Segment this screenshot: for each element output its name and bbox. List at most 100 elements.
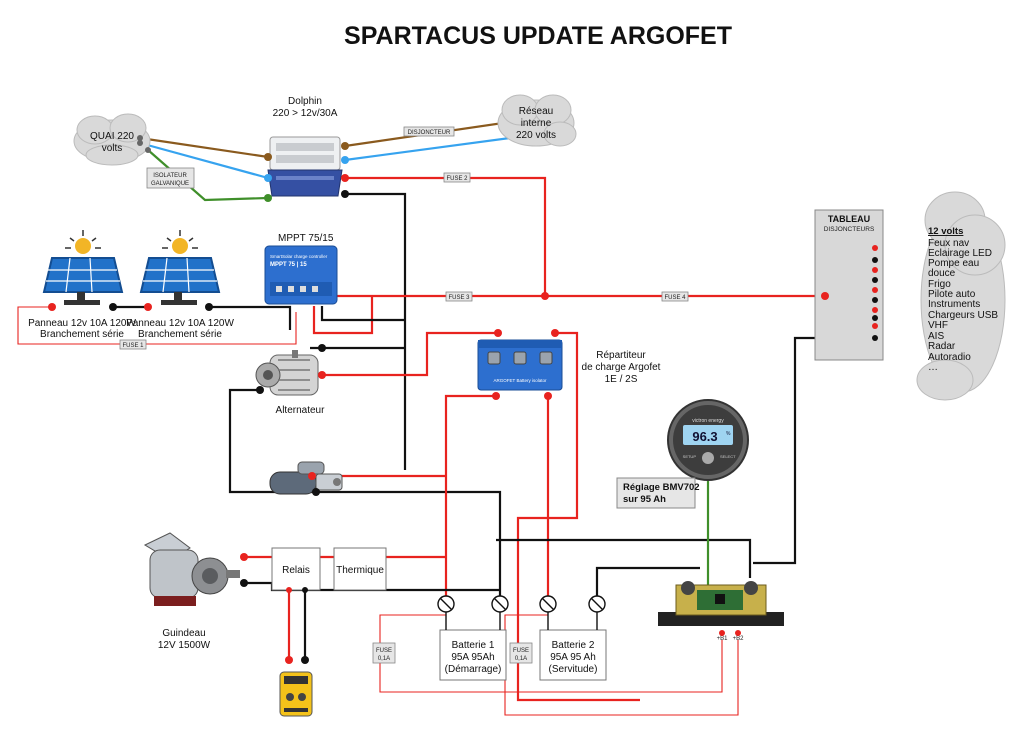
- load-item: Autoradio: [928, 352, 971, 363]
- load-item: Radar: [928, 341, 956, 352]
- connection-dot: [256, 386, 264, 394]
- windlass-label-1: Guindeau: [162, 628, 205, 639]
- windlass-remote-switch: [279, 671, 313, 717]
- splitter-face-label: ARGOFET Battery isolator: [494, 378, 547, 383]
- connection-dot: [541, 292, 549, 300]
- negative-bus-wire: [496, 538, 752, 578]
- connection-dot: [341, 142, 349, 150]
- connection-dot: [145, 147, 151, 153]
- starter-motor: [269, 461, 343, 495]
- svg-text:Thermique: Thermique: [336, 565, 384, 576]
- fuse3-tag: FUSE 3: [445, 291, 473, 302]
- bmv702-monitor: victron energy 96.3 % SETUP SELECT: [667, 399, 749, 481]
- fuse4-tag: FUSE 4: [661, 291, 689, 302]
- connection-dot: [137, 135, 143, 141]
- mppt-label: MPPT 75/15: [278, 233, 334, 244]
- battery-1: Batterie 1 95A 95Ah (Démarrage): [439, 629, 507, 681]
- splitter-in-wire: [516, 331, 640, 702]
- relay-box: Relais: [271, 547, 321, 591]
- tableau-disjoncteurs: TABLEAU DISJONCTEURS: [814, 209, 884, 361]
- diagram-title: SPARTACUS UPDATE ARGOFET: [344, 22, 732, 50]
- internal-grid-cloud: Réseau interne 220 volts: [497, 94, 577, 147]
- mppt-face-model: MPPT 75 | 15: [270, 262, 307, 268]
- loads-title: 12 volts: [928, 226, 963, 237]
- fuse1-tag: FUSE 1: [119, 339, 147, 350]
- breaker-tag: DISJONCTEUR: [403, 126, 455, 137]
- argofet-splitter: ARGOFET Battery isolator Répartiteur de …: [477, 339, 661, 391]
- svg-text:(Servitude): (Servitude): [549, 664, 598, 675]
- connection-dot: [551, 329, 559, 337]
- ac-blue-wire-right: [344, 136, 511, 162]
- connection-dot: [318, 371, 326, 379]
- connection-dot: [308, 472, 316, 480]
- svg-text:FUSE 1: FUSE 1: [122, 343, 144, 349]
- tableau-title: TABLEAU: [828, 214, 870, 224]
- load-item: Instruments: [928, 299, 980, 310]
- load-item: douce: [928, 268, 956, 279]
- grid-label-1: Réseau: [519, 106, 553, 117]
- connection-dot: [821, 292, 829, 300]
- connection-dot: [872, 315, 878, 321]
- grid-label-3: 220 volts: [516, 130, 556, 141]
- connection-dots: [48, 135, 878, 664]
- grid-label-2: interne: [521, 118, 552, 129]
- svg-text:FUSE: FUSE: [376, 648, 392, 654]
- connection-dot: [872, 307, 878, 313]
- load-item: Pilote auto: [928, 289, 976, 300]
- charger-positive-wire: [345, 176, 547, 296]
- load-item: Eclairage LED: [928, 248, 992, 259]
- svg-text:sur 95 Ah: sur 95 Ah: [623, 494, 666, 505]
- load-item: Pompe eau: [928, 258, 979, 269]
- connection-dot: [109, 303, 117, 311]
- connection-dot: [341, 190, 349, 198]
- svg-text:Batterie 2: Batterie 2: [552, 640, 595, 651]
- connection-dot: [264, 194, 272, 202]
- svg-text:0,1A: 0,1A: [378, 656, 390, 662]
- dolphin-charger: Dolphin 220 > 12v/30A: [267, 96, 343, 197]
- shunt-plus-b1: +B1: [717, 636, 729, 642]
- panel-negative-wire: [209, 305, 292, 330]
- charger-rating-label: 220 > 12v/30A: [273, 108, 338, 119]
- svg-text:FUSE: FUSE: [513, 648, 529, 654]
- alternator-ground-wire: [228, 388, 502, 603]
- connection-dot: [205, 303, 213, 311]
- svg-text:ISOLATEUR: ISOLATEUR: [153, 173, 187, 179]
- charger-negative-wire: [345, 192, 407, 470]
- splitter-out1-wire: [444, 394, 496, 603]
- earth-green-wire: [147, 149, 269, 202]
- solar-panel-2: [139, 230, 221, 305]
- connection-dot: [719, 630, 725, 636]
- connection-dot: [144, 303, 152, 311]
- fuse-small-b-tag: FUSE 0,1A: [509, 642, 533, 664]
- galvanic-isolator-tag: ISOLATEUR GALVANIQUE: [146, 167, 195, 189]
- monitor-brand: victron energy: [692, 418, 724, 424]
- alternator: Alternateur: [255, 350, 325, 416]
- solar-panel-1: [42, 230, 124, 305]
- fuse2-tag: FUSE 2: [443, 172, 471, 183]
- connection-dot: [872, 277, 878, 283]
- splitter-label-3: 1E / 2S: [605, 374, 638, 385]
- battery2-negative-wire: [595, 566, 700, 603]
- bmv-shunt: +B1 +B2: [658, 581, 784, 642]
- shunt-tableau-negative-wire: [753, 336, 825, 565]
- connection-dot: [872, 257, 878, 263]
- svg-text:Réglage BMV702: Réglage BMV702: [623, 482, 700, 493]
- svg-text:DISJONCTEUR: DISJONCTEUR: [408, 130, 451, 136]
- loads-cloud: 12 volts Feux nav Eclairage LED Pompe ea…: [916, 191, 1006, 401]
- battery-terminals: [437, 595, 606, 630]
- connection-dot: [285, 656, 293, 664]
- battery-2: Batterie 2 95A 95 Ah (Servitude): [539, 629, 607, 681]
- svg-text:FUSE 4: FUSE 4: [664, 295, 686, 301]
- ac-brown-wire-left: [139, 136, 269, 159]
- connection-dot: [302, 587, 308, 593]
- connection-dot: [492, 392, 500, 400]
- load-item: VHF: [928, 320, 948, 331]
- mppt-face-brand: SmartSolar charge controller: [270, 254, 328, 259]
- connection-dot: [264, 153, 272, 161]
- fuse-small-a-tag: FUSE 0,1A: [372, 642, 396, 664]
- connection-dot: [341, 174, 349, 182]
- svg-text:(Démarrage): (Démarrage): [445, 664, 502, 675]
- connection-dot: [872, 335, 878, 341]
- connection-dot: [494, 329, 502, 337]
- windlass: Guindeau 12V 1500W: [143, 532, 240, 651]
